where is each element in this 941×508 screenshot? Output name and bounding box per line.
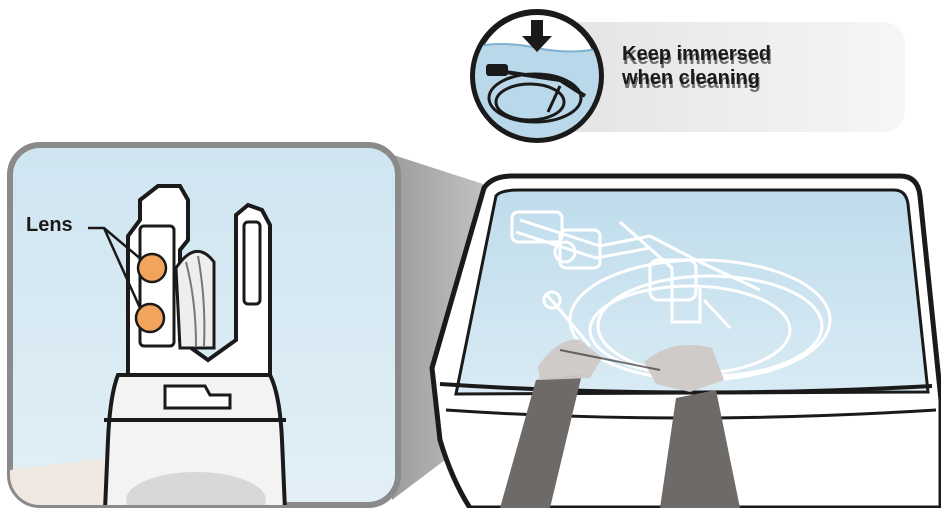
lens-lower — [136, 304, 164, 332]
callout-line-2: when cleaning — [622, 66, 862, 90]
lens-upper — [138, 254, 166, 282]
lens-label: Lens — [26, 214, 73, 237]
callout-text: Keep immersed when cleaning Keep immerse… — [622, 42, 862, 90]
detail-panel — [10, 145, 398, 508]
callout-line-1: Keep immersed — [622, 42, 862, 66]
